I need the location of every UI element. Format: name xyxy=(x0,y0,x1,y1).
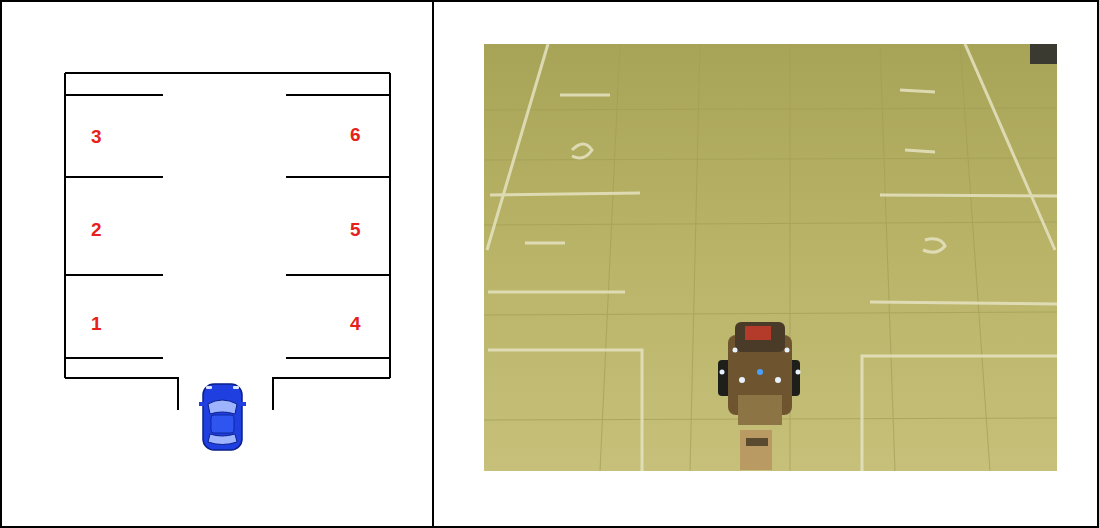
slot-number: 5 xyxy=(350,220,361,239)
car-icon xyxy=(199,384,246,450)
slot-number: 1 xyxy=(91,314,102,333)
parking-lot-outline xyxy=(65,73,390,410)
slot-number: 6 xyxy=(350,125,361,144)
slot-number: 4 xyxy=(350,314,361,333)
slot-number: 2 xyxy=(91,220,102,239)
slot-number: 3 xyxy=(91,127,102,146)
robot-photo xyxy=(484,44,1057,471)
